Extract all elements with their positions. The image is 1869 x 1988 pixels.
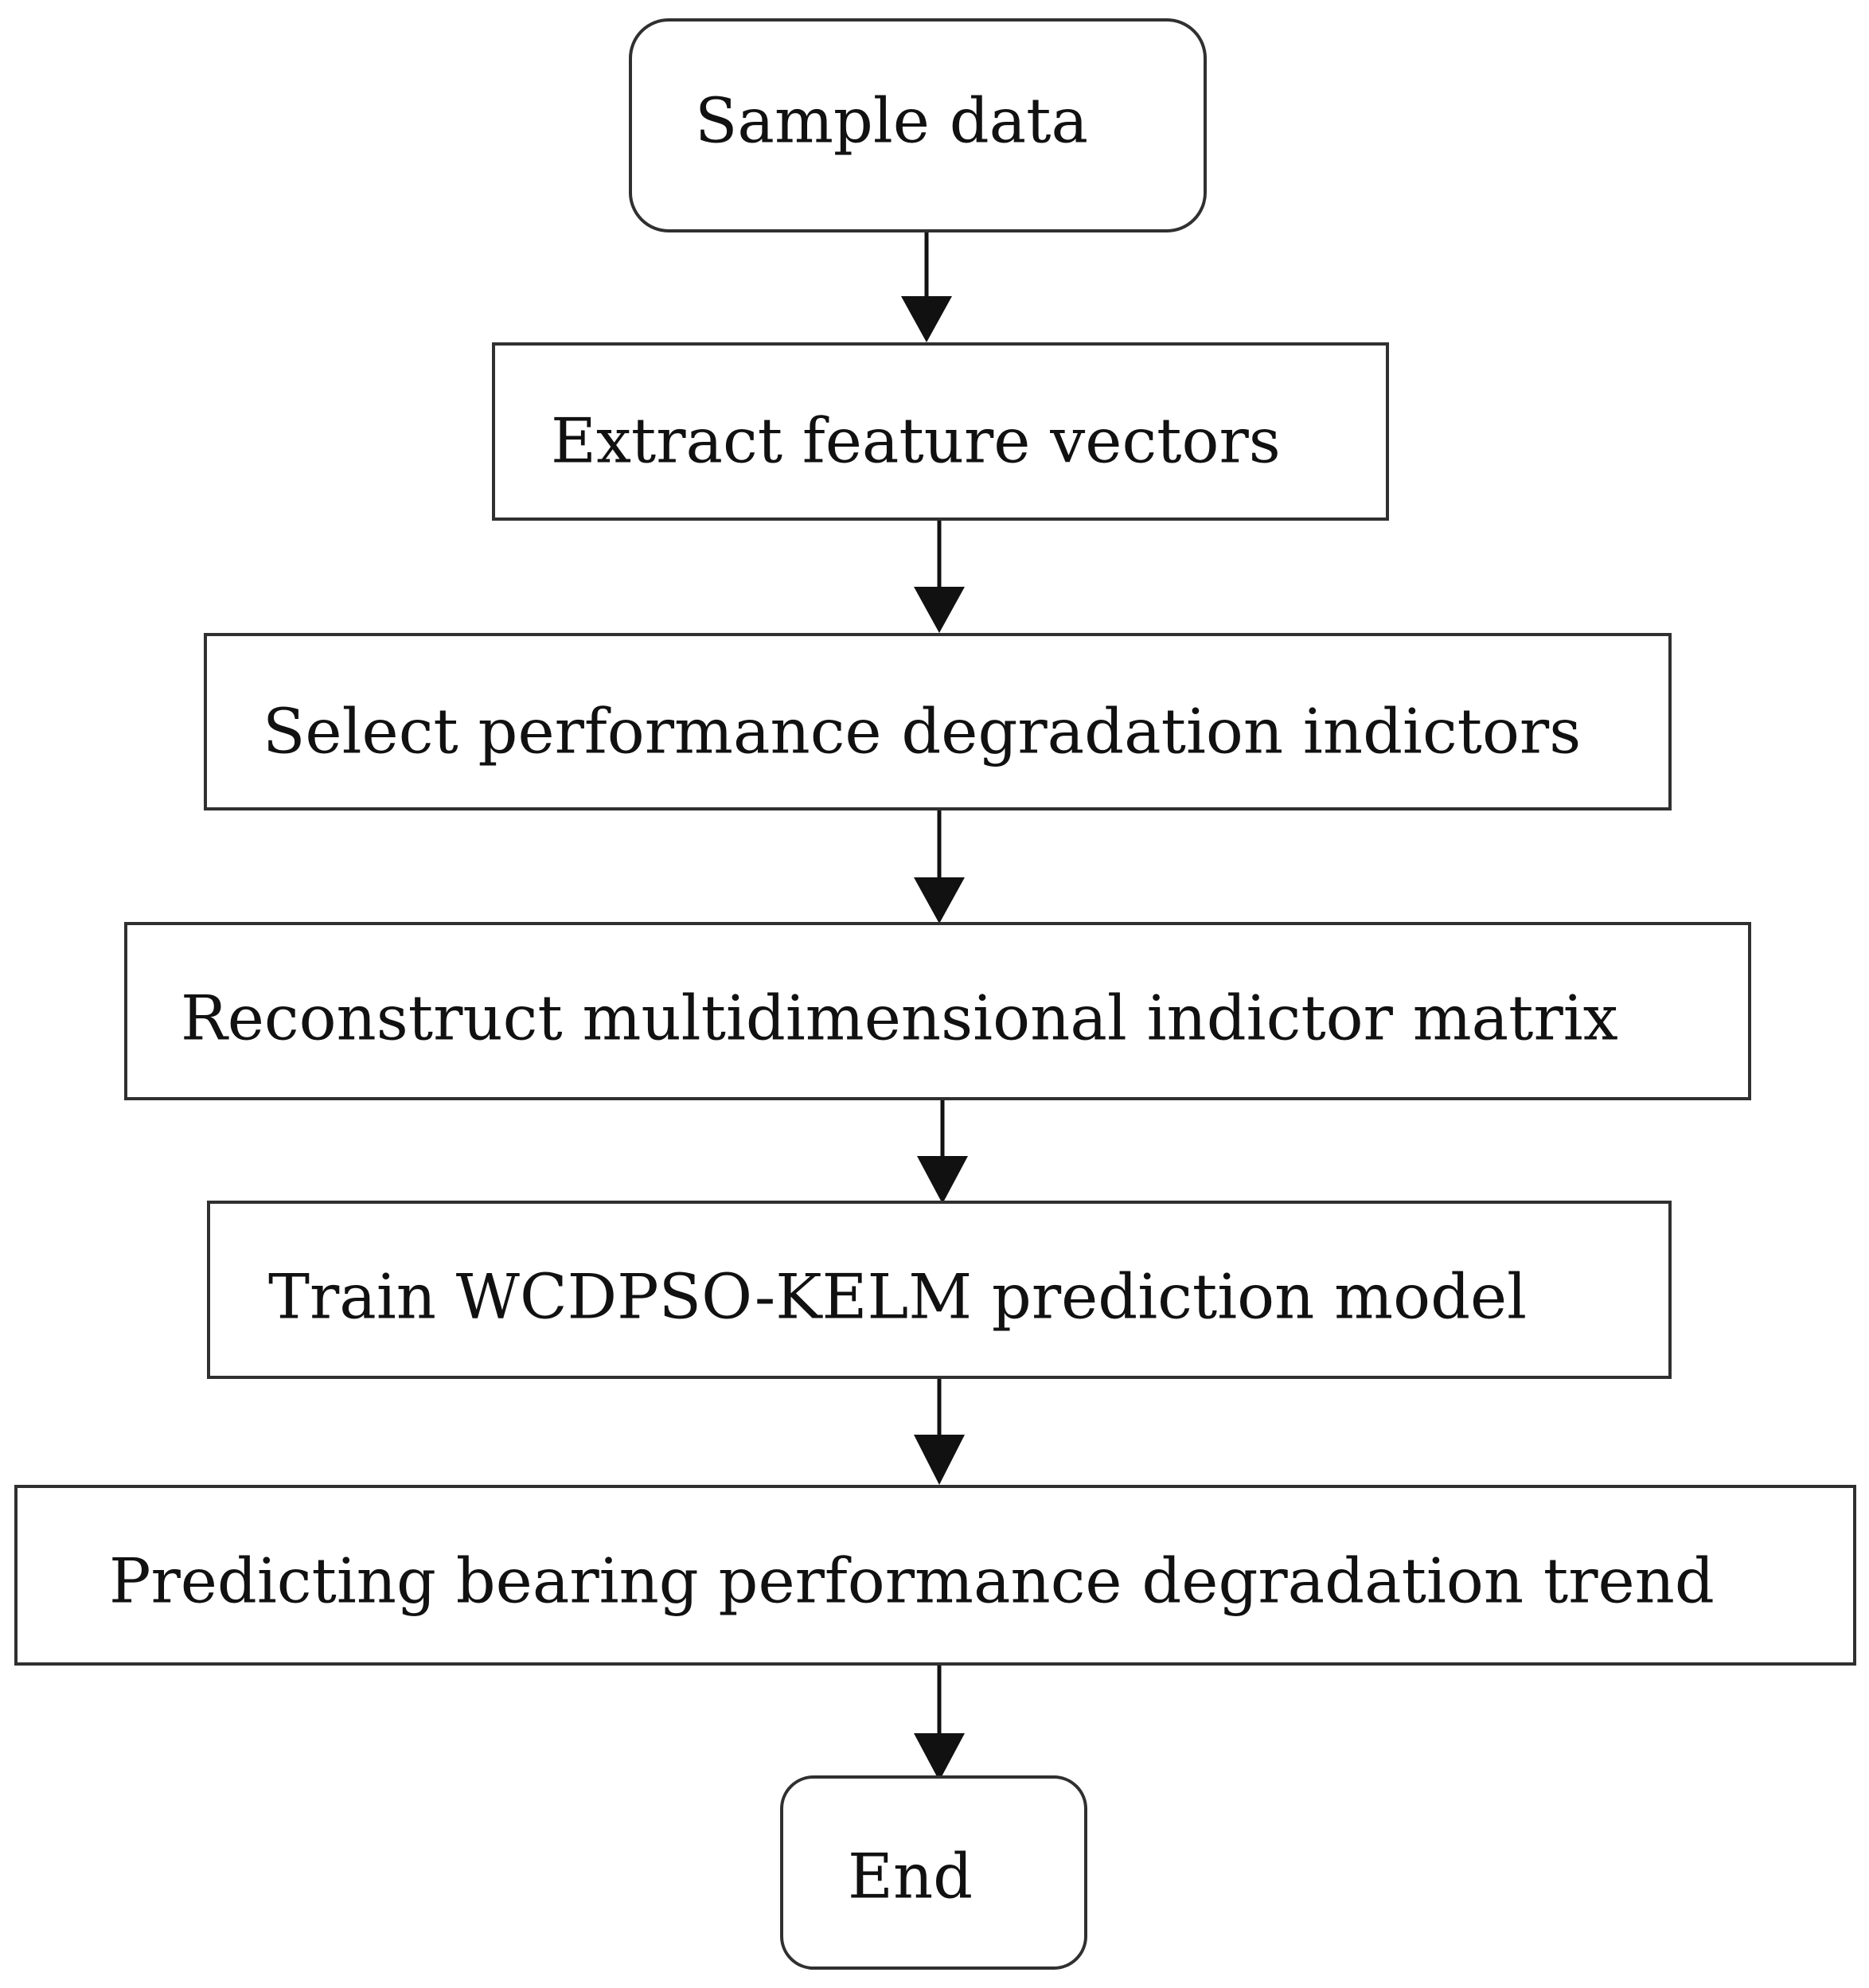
connector-extract-to-select [914, 519, 965, 633]
connector-select-to-reconstruct [914, 809, 965, 924]
step-reconstruct-matrix: Reconstruct multidimensional indictor ma… [124, 922, 1751, 1100]
step-predict-trend-box [14, 1485, 1856, 1666]
step-select-indicators: Select performance degradation indictors [204, 633, 1672, 810]
step-train-model-box [207, 1201, 1672, 1379]
step-reconstruct-matrix-label: Reconstruct multidimensional indictor ma… [181, 983, 1618, 1055]
step-train-model: Train WCDPSO-KELM prediction model [207, 1201, 1672, 1379]
step-end-box [780, 1775, 1087, 1970]
step-extract-feature-vectors: Extract feature vectors [492, 342, 1389, 521]
connector-predict-to-end [914, 1664, 965, 1781]
connector-reconstruct-to-train [917, 1099, 968, 1204]
step-sample-data: Sample data [629, 18, 1207, 232]
step-select-indicators-label: Select performance degradation indictors [263, 697, 1581, 768]
step-sample-data-box [629, 18, 1207, 232]
step-end-label: End [848, 1842, 973, 1913]
step-predict-trend: Predicting bearing performance degradati… [14, 1485, 1856, 1666]
connector-start-to-extract [901, 231, 952, 342]
connector-train-to-predict [914, 1377, 965, 1485]
step-extract-feature-vectors-label: Extract feature vectors [551, 406, 1281, 478]
step-reconstruct-matrix-box [124, 922, 1751, 1100]
step-sample-data-label: Sample data [695, 86, 1088, 158]
step-end: End [780, 1775, 1087, 1970]
step-train-model-label: Train WCDPSO-KELM prediction model [268, 1262, 1527, 1334]
step-select-indicators-box [204, 633, 1672, 810]
step-extract-feature-vectors-box [492, 342, 1389, 521]
step-predict-trend-label: Predicting bearing performance degradati… [109, 1546, 1715, 1618]
